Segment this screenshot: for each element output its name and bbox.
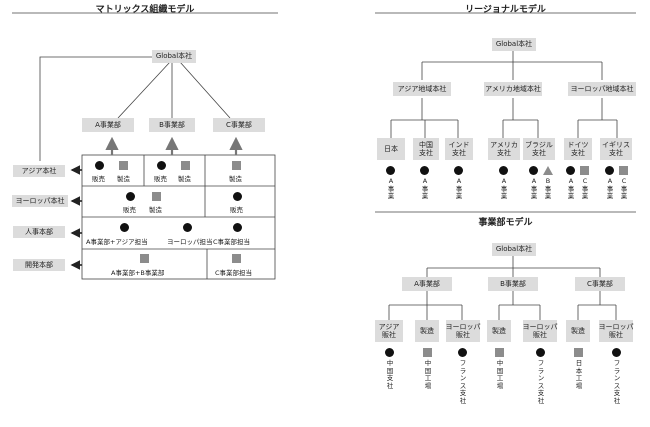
sales-marker-icon	[529, 166, 538, 175]
sales-marker-icon	[454, 166, 463, 175]
country-japan: 日本	[377, 138, 405, 160]
region-asia: アジア地域本社	[393, 82, 451, 96]
manufacturing-marker-icon	[580, 166, 589, 175]
unit-label: B事業	[544, 177, 552, 201]
cell-label: ヨーロッパ担当	[167, 238, 213, 246]
function-europe-sales: ヨーロッパ 販社	[523, 320, 558, 342]
sales-marker-icon	[420, 166, 429, 175]
location-label: フランス支社	[613, 359, 621, 405]
matrix-division-a: A事業部	[82, 118, 134, 132]
location-label: 中国工場	[496, 359, 504, 390]
country-germany: ドイツ 支社	[564, 138, 592, 160]
divisional-title: 事業部モデル	[478, 218, 533, 228]
cell-label: C事業部担当	[215, 269, 253, 277]
regional-global-hq: Global本社	[492, 38, 536, 51]
function-europe-sales: ヨーロッパ 販社	[446, 320, 481, 342]
manufacturing-marker-icon	[495, 348, 504, 357]
function-europe-sales: ヨーロッパ 販社	[599, 320, 634, 342]
sales-marker-icon	[183, 223, 192, 232]
cell-label: 製造	[117, 175, 130, 183]
sales-marker-icon	[386, 166, 395, 175]
manufacturing-marker-icon	[119, 161, 128, 170]
location-label: フランス支社	[537, 359, 545, 405]
country-india: インド 支社	[445, 138, 473, 160]
manufacturing-marker-icon	[423, 348, 432, 357]
matrix-region-europe: ヨーロッパ本社	[12, 195, 68, 207]
sales-marker-icon	[499, 166, 508, 175]
triangle-marker-icon	[543, 166, 553, 175]
matrix-division-b: B事業部	[149, 118, 195, 132]
region-europe: ヨーロッパ地域本社	[568, 82, 636, 96]
unit-label: A事業	[387, 177, 395, 201]
matrix-division-c: C事業部	[213, 118, 265, 132]
cell-label: 製造	[229, 175, 242, 183]
div-division-a: A事業部	[402, 277, 452, 291]
div-division-b: B事業部	[488, 277, 538, 291]
unit-label: A事業	[567, 177, 575, 201]
location-label: 日本工場	[575, 359, 583, 390]
sales-marker-icon	[612, 348, 621, 357]
cell-label: A事業部+アジア担当	[86, 238, 148, 246]
country-uk: イギリス 支社	[600, 138, 632, 160]
country-america: アメリカ 支社	[488, 138, 520, 160]
manufacturing-marker-icon	[181, 161, 190, 170]
cell-label: 販売	[154, 175, 167, 183]
country-brazil: ブラジル 支社	[523, 138, 555, 160]
cell-label: 販売	[123, 206, 136, 214]
sales-marker-icon	[385, 348, 394, 357]
sales-marker-icon	[458, 348, 467, 357]
sales-marker-icon	[120, 223, 129, 232]
matrix-region-hr: 人事本部	[13, 226, 65, 238]
manufacturing-marker-icon	[232, 161, 241, 170]
cell-label: 製造	[149, 206, 162, 214]
cell-label: 製造	[178, 175, 191, 183]
location-label: 中国工場	[424, 359, 432, 390]
unit-label: C事業	[620, 177, 628, 201]
unit-label: A事業	[530, 177, 538, 201]
matrix-title: マトリックス組織モデル	[95, 5, 195, 15]
sales-marker-icon	[605, 166, 614, 175]
sales-marker-icon	[157, 161, 166, 170]
cell-label: 販売	[92, 175, 105, 183]
manufacturing-marker-icon	[574, 348, 583, 357]
divisional-global-hq: Global本社	[492, 243, 536, 256]
function-manufacturing: 製造	[566, 320, 590, 342]
unit-label: A事業	[500, 177, 508, 201]
unit-label: A事業	[606, 177, 614, 201]
matrix-region-dev: 開発本部	[13, 259, 65, 271]
manufacturing-marker-icon	[152, 192, 161, 201]
unit-label: C事業	[581, 177, 589, 201]
cell-label: 販売	[230, 206, 243, 214]
unit-label: A事業	[421, 177, 429, 201]
cell-label: A事業部+B事業部	[111, 269, 165, 277]
matrix-region-asia: アジア本社	[13, 165, 65, 177]
unit-label: A事業	[455, 177, 463, 201]
country-china: 中国 支社	[413, 138, 439, 160]
sales-marker-icon	[536, 348, 545, 357]
region-america: アメリカ地域本社	[484, 82, 542, 96]
sales-marker-icon	[566, 166, 575, 175]
cell-label: C事業部担当	[213, 238, 251, 246]
manufacturing-marker-icon	[619, 166, 628, 175]
div-division-c: C事業部	[575, 277, 625, 291]
manufacturing-marker-icon	[140, 254, 149, 263]
function-manufacturing: 製造	[487, 320, 511, 342]
location-label: フランス支社	[459, 359, 467, 405]
location-label: 中国支社	[386, 359, 394, 390]
matrix-global-hq: Global本社	[152, 50, 196, 63]
sales-marker-icon	[126, 192, 135, 201]
regional-title: リージョナルモデル	[465, 5, 546, 15]
function-asia-sales: アジア 販社	[375, 320, 403, 342]
sales-marker-icon	[233, 223, 242, 232]
sales-marker-icon	[95, 161, 104, 170]
function-manufacturing: 製造	[415, 320, 439, 342]
sales-marker-icon	[233, 192, 242, 201]
manufacturing-marker-icon	[232, 254, 241, 263]
